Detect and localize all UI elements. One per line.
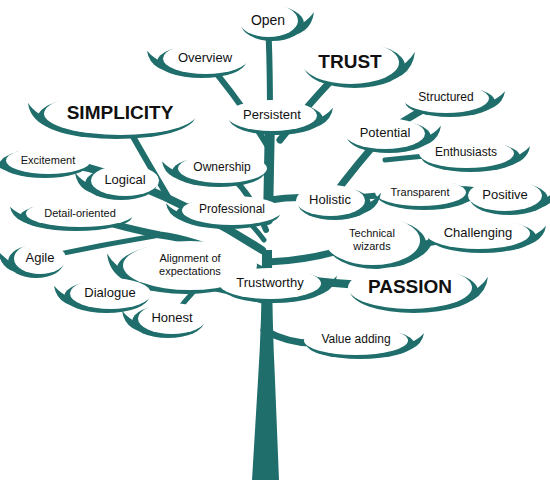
leaf-face: [419, 139, 514, 168]
leaf-face: [426, 218, 530, 249]
leaf-face: [219, 268, 321, 299]
leaf-node: Dialogue: [70, 278, 151, 309]
leaf-node: Trustworthy: [219, 268, 321, 299]
leaf-face: [227, 100, 317, 131]
leaf-word: Structured: [418, 91, 473, 105]
leaf-word: PASSION: [368, 276, 452, 298]
leaf-word: Agile: [26, 251, 55, 266]
leaf-face: [468, 180, 542, 211]
leaf-face: [375, 179, 466, 206]
leaf-word: Holistic: [309, 193, 351, 208]
leaf-node: Professional: [182, 196, 282, 225]
leaf-face: [348, 266, 472, 309]
leaf-word: Trustworthy: [236, 276, 303, 291]
leaf-node: Value adding: [304, 326, 408, 355]
leaf-node: Open: [239, 4, 298, 37]
leaf-face: [239, 4, 298, 37]
leaf-node: Persistent: [227, 100, 317, 131]
leaf-face: [44, 92, 197, 135]
leaf-node: Positive: [468, 180, 542, 211]
leaf-face: [6, 147, 91, 174]
leaf-node: Ownership: [178, 154, 267, 183]
leaf-node: Transparent: [375, 179, 466, 206]
leaf-face: [26, 200, 134, 227]
leaf-face: [91, 165, 159, 196]
leaf-node: Challenging: [426, 218, 530, 249]
leaf-word: Technical wizards: [341, 227, 403, 252]
leaf-word: Challenging: [444, 226, 513, 241]
leaf-face: [182, 196, 282, 225]
leaf-node: Technical wizards: [325, 216, 420, 265]
leaf-word: Honest: [151, 311, 192, 326]
leaf-word: Ownership: [193, 161, 250, 175]
leaf-node: Honest: [138, 303, 206, 334]
leaf-node: Overview: [163, 43, 248, 74]
leaf-word: Open: [251, 12, 285, 28]
leaf-word: Value adding: [321, 333, 390, 347]
leaf-node: Detail-oriented: [26, 200, 134, 227]
leaf-word: Excitement: [21, 154, 75, 167]
leaf-node: Excitement: [6, 147, 91, 174]
leaf-node: Agile: [14, 243, 66, 274]
leaf-word: Dialogue: [84, 286, 135, 301]
leaf-word: Overview: [178, 51, 232, 66]
leaf-word: Transparent: [391, 186, 450, 199]
leaf-word: Positive: [482, 188, 528, 203]
leaf-face: [14, 243, 66, 274]
leaf-word: Enthusiasts: [435, 146, 497, 160]
leaf-word: Alignment of expectations: [144, 252, 236, 277]
leaf-word: Professional: [199, 203, 265, 217]
leaf-face: [403, 84, 489, 113]
leaf-word: Potential: [360, 126, 411, 141]
leaf-word: Persistent: [243, 108, 301, 123]
leaf-face: [296, 185, 365, 216]
leaf-face: [345, 118, 425, 149]
leaf-face: [70, 278, 151, 309]
leaf-face: [178, 154, 267, 183]
leaf-face: [138, 303, 206, 334]
leaf-face: [325, 216, 420, 265]
leaf-word: TRUST: [318, 51, 381, 73]
leaf-node: TRUST: [302, 41, 399, 84]
leaf-node: PASSION: [348, 266, 472, 309]
leaf-word: Detail-oriented: [44, 207, 116, 220]
leaf-node: Structured: [403, 84, 489, 113]
leaf-node: Logical: [91, 165, 159, 196]
leaf-word: SIMPLICITY: [67, 102, 174, 124]
leaf-word: Logical: [104, 173, 145, 188]
leaf-face: [163, 43, 248, 74]
leaf-node: Enthusiasts: [419, 139, 514, 168]
leaf-node: SIMPLICITY: [44, 92, 197, 135]
leaf-face: [302, 41, 399, 84]
leaf-node: Holistic: [296, 185, 365, 216]
leaf-node: Potential: [345, 118, 425, 149]
leaf-face: [304, 326, 408, 355]
